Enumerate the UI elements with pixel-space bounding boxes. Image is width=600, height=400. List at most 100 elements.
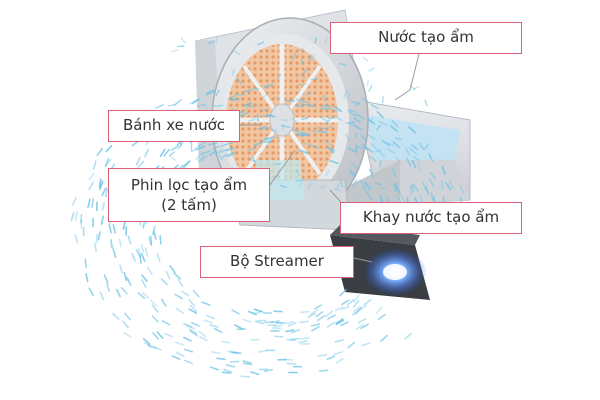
mist-particle [242,362,253,366]
mist-particle [240,375,251,378]
mist-particle [429,171,437,180]
callout-streamer: Bộ Streamer [200,246,354,278]
mist-particle [110,240,115,250]
mist-particle [236,77,242,84]
mist-particle [356,145,364,149]
mist-particle [101,201,105,212]
mist-particle [205,314,215,320]
mist-particle [299,99,310,104]
mist-particle [99,291,105,301]
mist-particle [88,181,94,191]
mist-particle [374,149,382,153]
mist-particle [122,220,126,230]
mist-particle [297,100,307,103]
mist-particle [140,252,146,262]
mist-particle [144,247,149,257]
mist-particle [225,364,236,368]
mist-particle [205,90,215,96]
mist-particle [326,125,333,130]
mist-particle [260,94,267,100]
mist-particle [305,91,313,96]
mist-particle [335,357,344,365]
mist-particle [299,310,310,314]
mist-particle [231,309,241,315]
mist-particle [234,324,243,330]
mist-particle [302,67,309,74]
mist-particle [253,308,263,313]
mist-particle [115,288,121,298]
mist-particle [197,145,207,151]
mist-particle [393,183,397,193]
mist-particle [96,147,103,157]
mist-particle [100,215,105,225]
mist-particle [251,155,256,163]
mist-particle [362,186,369,195]
mist-particle [250,371,260,376]
mist-particle [326,321,336,328]
mist-particle [377,313,386,321]
mist-particle [105,187,109,198]
mist-particle [291,128,302,133]
mist-particle [174,293,183,300]
mist-particle [296,132,303,138]
mist-particle [318,369,329,372]
mist-particle [119,264,123,274]
mist-particle [147,344,157,350]
mist-particle [418,142,425,151]
mist-particle [248,104,259,109]
mist-particle [351,100,361,105]
mist-particle [329,159,339,165]
mist-particle [200,155,209,162]
mist-particle [173,272,181,280]
mist-particle [213,104,224,107]
mist-particle [347,109,357,113]
mist-particle [189,304,198,313]
mist-particle [368,155,377,163]
mist-particle [298,340,308,344]
mist-particle [160,278,168,286]
mist-particle [70,211,75,222]
mist-particle [286,362,297,365]
mist-particle [291,117,298,123]
mist-particle [152,345,162,351]
mist-particle [188,299,196,307]
mist-particle [160,298,167,307]
mist-particle [360,323,369,330]
mist-particle [152,225,156,236]
mist-particle [152,332,160,340]
mist-particle [220,152,228,160]
mist-particle [299,320,309,324]
mist-particle [307,312,317,318]
mist-particle [333,351,343,356]
mist-particle [231,68,235,76]
mist-particle [165,270,171,280]
mist-particle [190,146,199,153]
mist-particle [174,99,182,106]
mist-particle [88,287,94,297]
mist-particle [320,107,330,111]
mist-particle [296,47,304,52]
mist-particle [230,104,235,112]
mist-particle [395,156,401,163]
mist-particle [144,148,150,158]
mist-particle [356,113,365,120]
mist-particle [317,126,327,130]
mist-particle [319,116,328,122]
mist-particle [175,351,185,358]
mist-particle [300,103,308,106]
mist-particle [355,306,362,315]
mist-particle [85,272,89,283]
mist-particle [242,318,252,323]
humidifier-filter [226,44,338,196]
mist-particle [364,181,370,191]
mist-particle [441,180,444,190]
mist-particle [171,355,181,360]
mist-particle [352,305,361,313]
mist-particle [146,266,153,276]
mist-particle [229,351,240,354]
mist-particle [143,341,152,348]
callout-streamer-text: Bộ Streamer [230,252,324,270]
mist-particle [95,201,99,211]
mist-particle [391,119,399,128]
